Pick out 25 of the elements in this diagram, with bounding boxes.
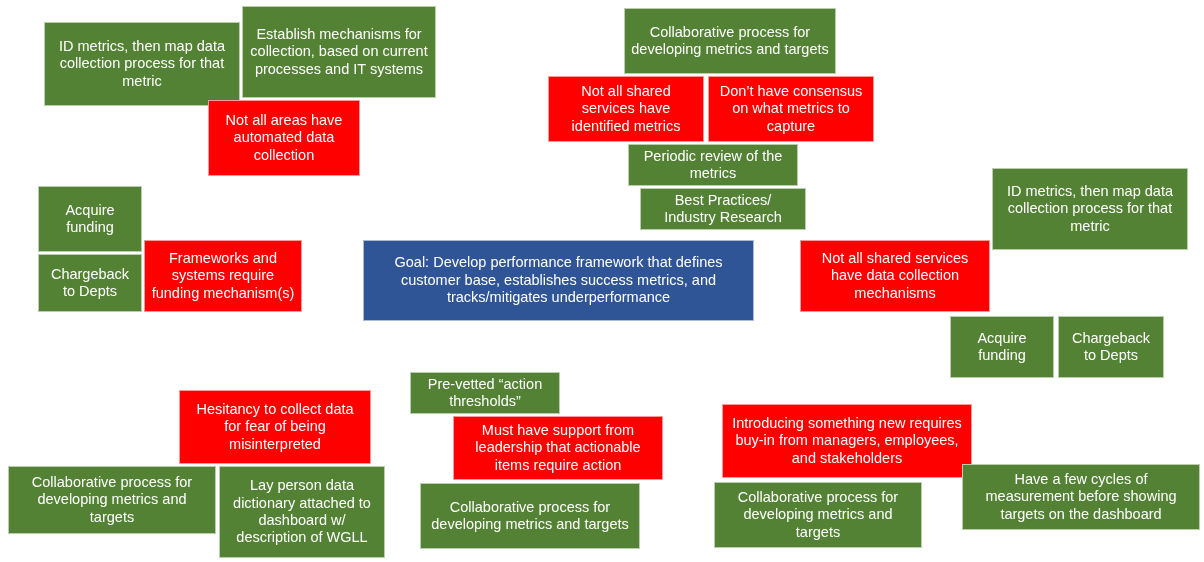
action-box: Lay person data dictionary attached to dashboard w/ description of WGLL <box>219 466 385 558</box>
action-box: Have a few cycles of measurement before showing targets on the dashboard <box>962 464 1200 530</box>
goal-box: Goal: Develop performance framework that defines customer base, establishes success metrics, and tracks/mitigates underperformance <box>363 240 754 321</box>
challenge-box: Hesitancy to collect data for fear of being misinterpreted <box>179 390 371 464</box>
challenge-box: Not all shared services have data collection mechanisms <box>800 240 990 312</box>
action-box: Collaborative process for developing metrics and targets <box>420 483 640 549</box>
action-box: Periodic review of the metrics <box>628 144 798 186</box>
action-box: Acquire funding <box>38 186 142 252</box>
action-box: Collaborative process for developing metrics and targets <box>624 8 836 74</box>
challenge-box: Introducing something new requires buy-in from managers, employees, and stakeholders <box>722 404 972 478</box>
action-box: Collaborative process for developing metrics and targets <box>8 466 216 534</box>
challenge-box: Don’t have consensus on what metrics to capture <box>708 76 874 142</box>
action-box: Establish mechanisms for collection, based on current processes and IT systems <box>242 6 436 98</box>
action-box: Chargeback to Depts <box>38 254 142 312</box>
action-box: Best Practices/ Industry Research <box>640 188 806 230</box>
action-box: Collaborative process for developing metrics and targets <box>714 482 922 548</box>
challenge-box: Frameworks and systems require funding mechanism(s) <box>144 240 302 312</box>
action-box: Chargeback to Depts <box>1058 316 1164 378</box>
action-box: Acquire funding <box>950 316 1054 378</box>
action-box: ID metrics, then map data collection process for that metric <box>44 22 240 106</box>
action-box: ID metrics, then map data collection process for that metric <box>992 168 1188 250</box>
challenge-box: Not all shared services have identified metrics <box>548 76 704 142</box>
action-box: Pre-vetted “action thresholds” <box>410 372 560 414</box>
challenge-box: Not all areas have automated data collection <box>208 100 360 176</box>
challenge-box: Must have support from leadership that actionable items require action <box>453 416 663 480</box>
